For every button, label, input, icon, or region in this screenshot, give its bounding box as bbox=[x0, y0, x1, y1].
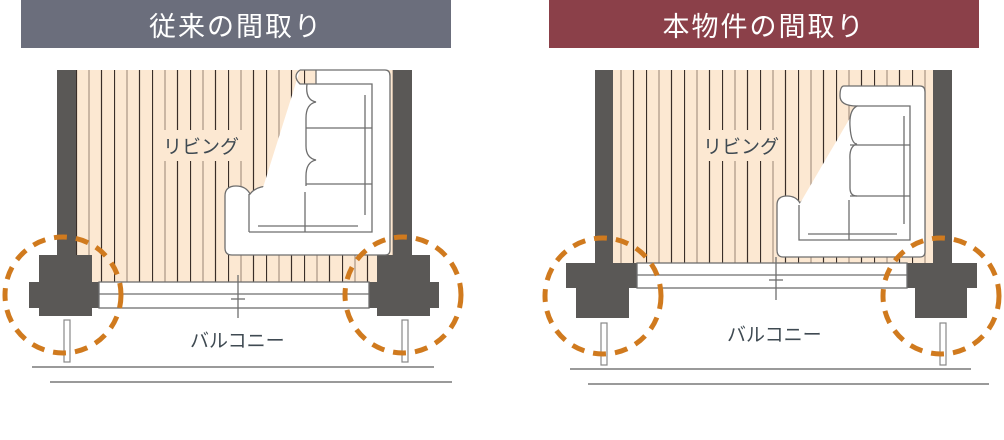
right-wall bbox=[933, 70, 952, 263]
conventional-balcony-label: バルコニー bbox=[190, 330, 285, 352]
this-property-layout-header: 本物件の間取り bbox=[549, 0, 979, 48]
conventional-living-label: リビング bbox=[160, 130, 243, 161]
right-wall bbox=[393, 70, 412, 260]
conventional-layout-title: 従来の間取り bbox=[149, 11, 323, 43]
left-wall bbox=[595, 70, 613, 263]
right-pillar bbox=[369, 255, 439, 316]
this-property-layout-title: 本物件の間取り bbox=[662, 11, 866, 43]
sofa-icon bbox=[224, 69, 391, 256]
balcony-post-right bbox=[939, 322, 947, 366]
balcony-post-left bbox=[63, 319, 71, 363]
left-pillar bbox=[566, 263, 637, 318]
conventional-floor-plan bbox=[2, 69, 464, 383]
balcony-post-left bbox=[600, 322, 608, 366]
this-property-living-label: リビング bbox=[700, 130, 783, 161]
highlight-circle-right bbox=[880, 235, 1002, 357]
left-pillar bbox=[29, 255, 99, 316]
window-sash bbox=[98, 275, 370, 318]
this-property-balcony-label: バルコニー bbox=[727, 324, 822, 346]
highlight-circle-left bbox=[542, 235, 664, 357]
highlight-circle-right bbox=[342, 234, 464, 356]
sofa-icon bbox=[776, 85, 926, 258]
left-wall bbox=[57, 70, 76, 260]
conventional-layout-header: 従来の間取り bbox=[21, 0, 451, 48]
right-pillar bbox=[907, 263, 977, 318]
balcony-post-right bbox=[401, 319, 409, 363]
highlight-circle-left bbox=[2, 234, 124, 356]
this-property-floor-plan bbox=[542, 70, 1002, 385]
window-sash bbox=[636, 257, 908, 300]
